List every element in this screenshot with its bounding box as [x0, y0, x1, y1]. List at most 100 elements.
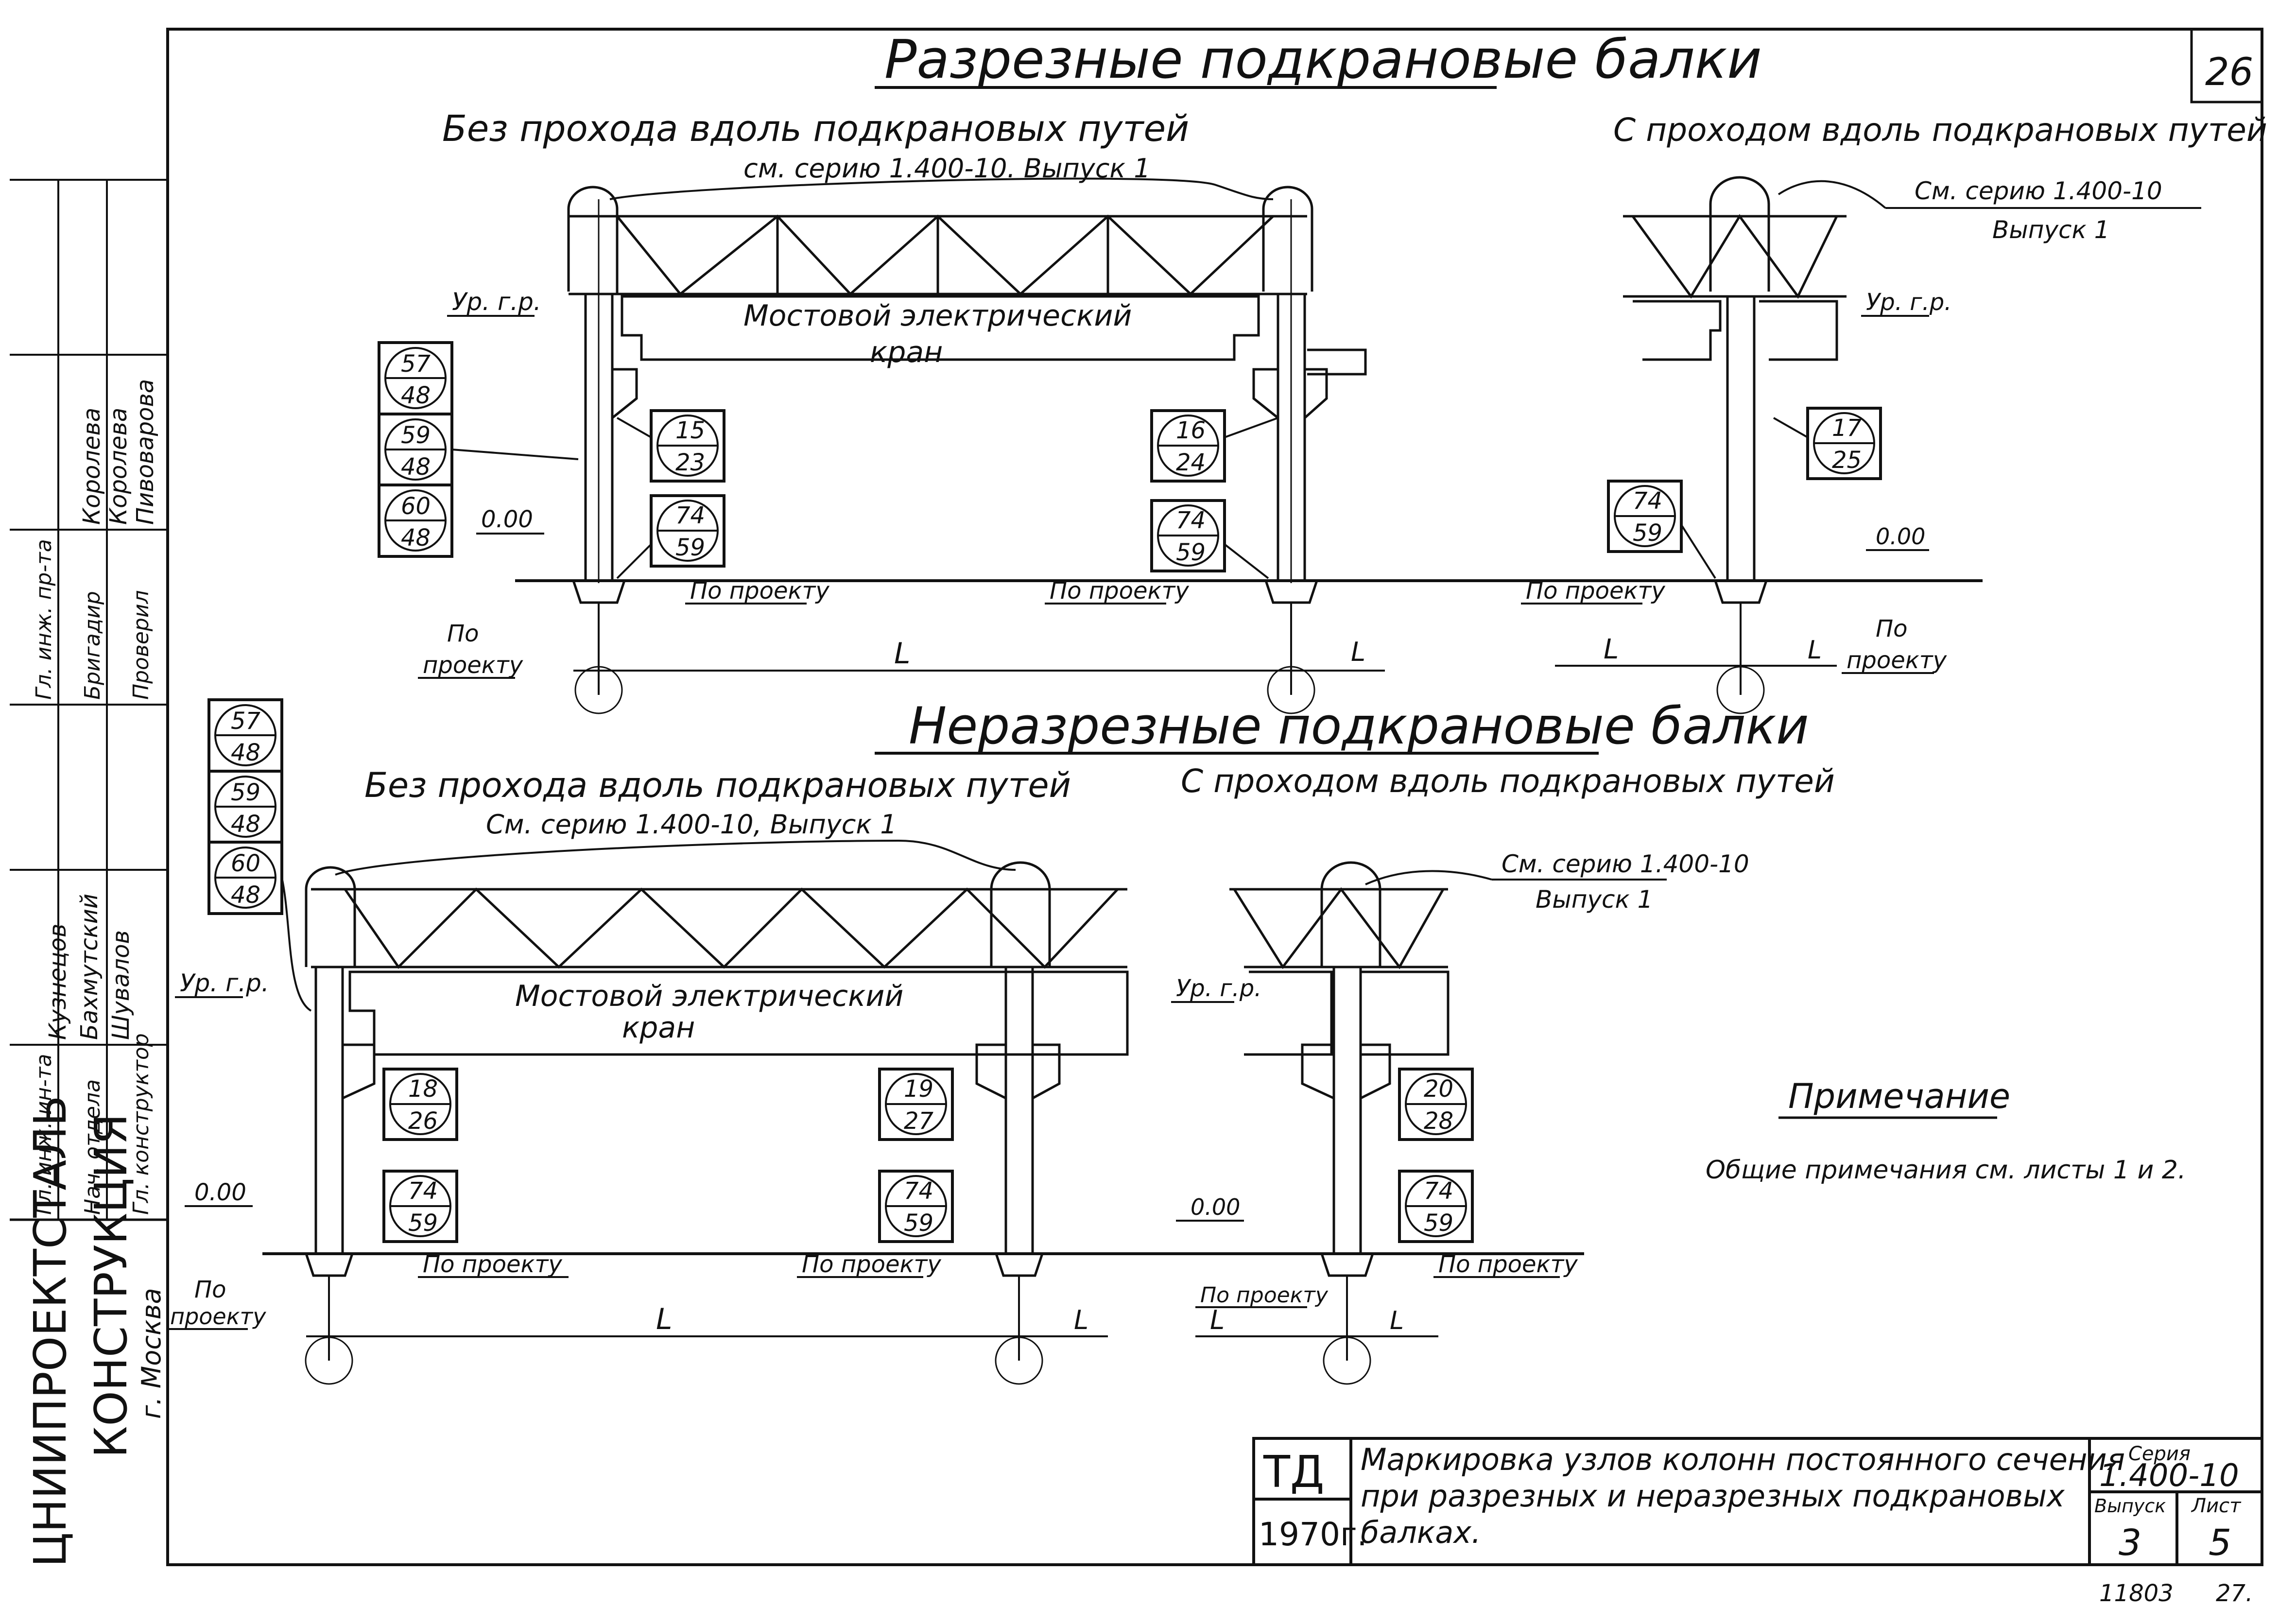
sheet-label: Лист: [2191, 1495, 2242, 1517]
stamp-name: Пивоварова: [132, 379, 159, 525]
s1-mark-bottom: 48: [401, 382, 431, 409]
s1-mark-top: 60: [401, 493, 431, 520]
s1-left-level-label: Ур. г.р.: [452, 288, 541, 316]
s2-mark-bottom: 48: [231, 739, 260, 766]
s1-mark-top: 16: [1176, 417, 1206, 444]
s1-left-span: L: [894, 637, 910, 671]
s1-right-ref-2: Выпуск 1: [1992, 216, 2109, 244]
s1-mark-top: 15: [675, 417, 705, 444]
s1-mark-top: 74: [1176, 507, 1206, 534]
s1-mark-top: 57: [401, 350, 431, 378]
s2-left-crane-label-2: кран: [622, 1011, 695, 1045]
s1-right-span-small: L: [1808, 636, 1822, 665]
s2-mark-top: 60: [231, 850, 260, 877]
s1-left-crane-label: Мостовой электрический: [743, 299, 1132, 333]
s1-mark-bottom: 59: [1633, 519, 1662, 547]
s1-mark-bottom: 48: [401, 524, 431, 552]
bottom-num-1: 11803: [2099, 1580, 2174, 1607]
s2-right-by-project-2: По проекту: [1438, 1251, 1578, 1278]
s2-right-title: С проходом вдоль подкрановых путей: [1181, 762, 1835, 800]
org-name: ЦНИИПРОЕКТСТАЛЬ: [24, 1095, 76, 1567]
stamp-name: Кузнецов: [44, 924, 71, 1040]
series-label: Серия: [2128, 1443, 2191, 1465]
s1-left-zero-label: 0.00: [481, 506, 533, 533]
s2-mark-bottom: 28: [1424, 1107, 1453, 1135]
stamp-role: Гл. инж. ин-та: [32, 1054, 56, 1215]
s1-mark-top: 74: [1633, 487, 1662, 515]
stamp-name: Шувалов: [107, 930, 135, 1040]
s1-mark-top: 17: [1832, 415, 1862, 442]
s1-left-frame: [567, 186, 1328, 604]
s1-left-floor-beam: [1307, 348, 1367, 376]
s2-right-span: L: [1210, 1305, 1225, 1335]
s2-right-ref-2: Выпуск 1: [1536, 885, 1653, 914]
s2-mark-bottom: 27: [904, 1107, 934, 1135]
note-text: Общие примечания см. листы 1 и 2.: [1706, 1156, 2186, 1185]
s2-left-level-label: Ур. г.р.: [180, 969, 269, 997]
s1-left-by-project-2: По проекту: [1050, 577, 1189, 605]
sheet-frame: [10, 28, 2263, 1566]
s2-right-by-project: По проекту: [1200, 1283, 1329, 1308]
s2-mark-top: 20: [1424, 1075, 1453, 1103]
stamp-role: Проверил: [129, 590, 154, 700]
s1-left-dimension: [573, 603, 1385, 714]
s2-left-po: По: [194, 1276, 226, 1303]
s1-left-ref-leader: [609, 177, 1274, 200]
stamp-name: Бахмутский: [76, 894, 103, 1040]
s2-mark-bottom: 59: [1424, 1210, 1453, 1237]
s1-mark-top: 74: [675, 502, 705, 529]
bottom-num-2: 27.: [2216, 1580, 2253, 1607]
title-block: [1252, 1437, 2263, 1566]
s2-mark-bottom: 26: [408, 1107, 438, 1135]
s1-mark-leaders: [616, 417, 1808, 579]
title-year: 1970г.: [1259, 1516, 1367, 1553]
org-city: г. Москва: [136, 1288, 167, 1419]
s2-mark-top: 74: [904, 1177, 933, 1205]
s1-right-ref-1: См. серию 1.400-10: [1915, 177, 2162, 205]
s2-mark-bottom: 59: [904, 1210, 933, 1237]
s1-marks: [650, 407, 1882, 572]
title-desc-1: Маркировка узлов колонн постоянного сече…: [1361, 1442, 2125, 1477]
s1-right-title: С проходом вдоль подкрановых путей: [1613, 111, 2267, 149]
s1-mark-bottom: 48: [401, 453, 431, 481]
s2-right-ref-1: См. серию 1.400-10: [1502, 850, 1749, 878]
s2-left-ref-leader: [335, 839, 1016, 876]
s2-right-dimension: [1195, 1276, 1438, 1385]
s2-left-title: Без прохода вдоль подкрановых путей: [364, 765, 1071, 805]
s1-mark-stack: [378, 341, 453, 558]
s2-right-level-label: Ур. г.р.: [1176, 975, 1261, 1002]
s1-right-span: L: [1604, 634, 1619, 665]
s1-left-po: По: [447, 620, 479, 647]
s2-mark-top: 74: [408, 1177, 438, 1205]
s1-mark-bottom: 23: [675, 449, 705, 476]
s2-mark-bottom: 48: [231, 811, 260, 838]
s2-mark-top: 19: [904, 1075, 933, 1103]
s2-mark-top: 57: [231, 708, 261, 735]
s1-left-title: Без прохода вдоль подкрановых путей: [442, 108, 1189, 150]
issue-label: Выпуск: [2094, 1495, 2166, 1517]
s2-right-span-small: L: [1390, 1306, 1404, 1335]
s2-mark-stack: [207, 698, 283, 915]
sheet-number: 26: [2205, 51, 2253, 94]
section2-title: Неразрезные подкрановые балки: [909, 696, 1809, 756]
stamp-role: Гл. конструктор: [129, 1033, 154, 1215]
s2-left-proektu: проекту: [170, 1303, 266, 1330]
side-stamp: [10, 179, 168, 1220]
s1-right-by-project: По проекту: [1526, 577, 1665, 605]
s1-left-proektu: проекту: [423, 652, 523, 679]
s2-right-frame: [1229, 861, 1450, 1277]
section1-title: Разрезные подкрановые балки: [884, 28, 1762, 90]
s2-left-by-project: По проекту: [423, 1251, 562, 1278]
title-td: ТД: [1263, 1447, 1324, 1498]
s2-left-span-small: L: [1074, 1305, 1088, 1335]
s1-mark-bottom: 25: [1832, 447, 1862, 474]
stamp-name: Королева: [78, 408, 105, 525]
s1-mark-leader: [451, 449, 579, 460]
s2-mark-top: 18: [408, 1075, 438, 1103]
s2-left-crane-label: Мостовой электрический: [515, 979, 903, 1013]
stamp-name: Королева: [105, 408, 132, 525]
s2-mark-bottom: 48: [231, 881, 260, 909]
s2-mark-leader: [281, 877, 312, 1012]
s2-mark-top: 74: [1424, 1177, 1453, 1205]
